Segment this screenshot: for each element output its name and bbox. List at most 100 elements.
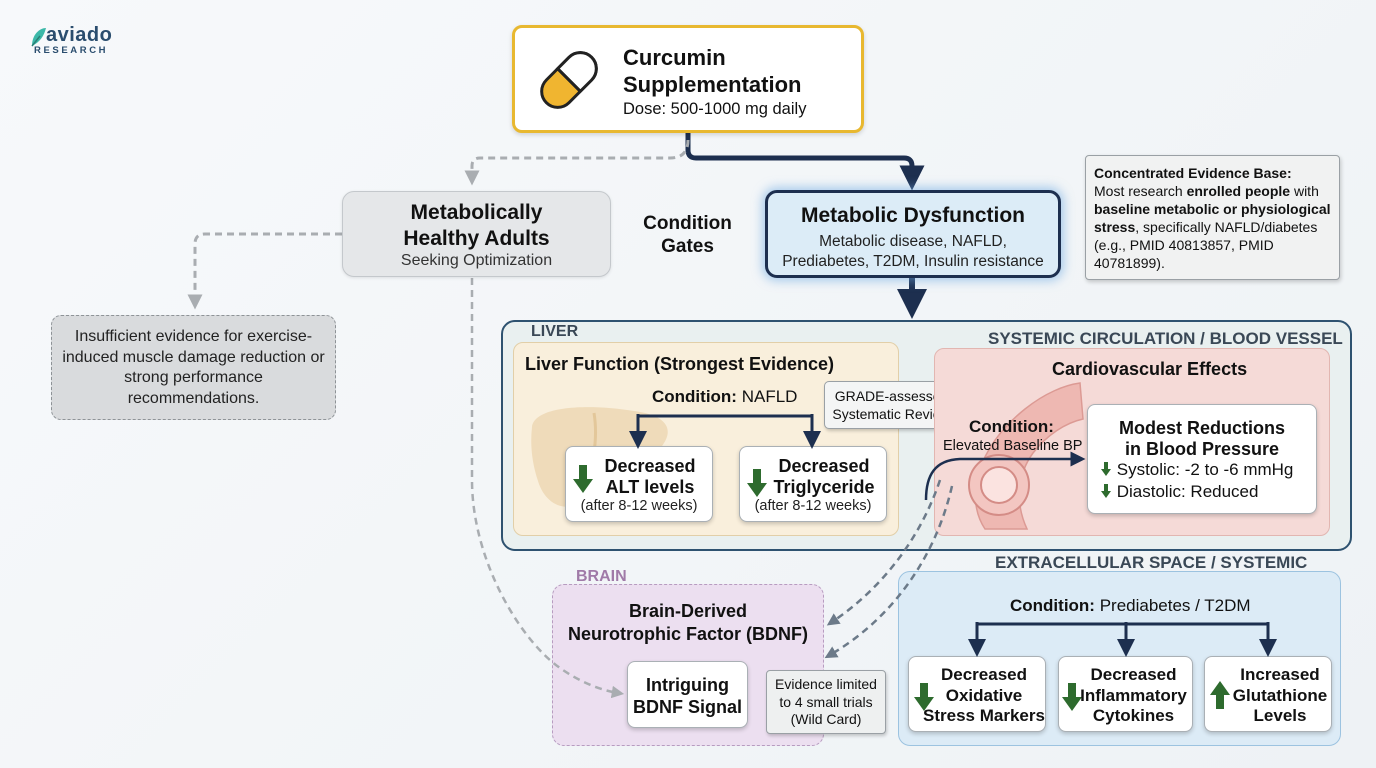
oxidative-line-2: Oxidative (945, 685, 1023, 705)
blood-vessel-icon (968, 382, 1084, 530)
metabolic-title: Metabolic Dysfunction (800, 204, 1026, 227)
glutathione-line-1: Increased (1240, 665, 1320, 684)
alt-note: (after 8-12 weeks) (580, 498, 698, 514)
evidence-text-2: with (1293, 183, 1319, 199)
glutathione-line-3: Levels (1253, 706, 1307, 725)
cytokines-line-1: Decreased (1090, 665, 1177, 684)
healthy-subtitle: Seeking Optimization (400, 252, 553, 269)
capsule-icon (540, 51, 598, 109)
cardio-to-bdnf-dashed-arrow-2 (824, 485, 954, 659)
extracellular-condition-value: Prediabetes / T2DM (1099, 596, 1251, 615)
extracellular-condition-label: Condition: (1010, 596, 1095, 615)
cytokines-line-3: Cytokines (1092, 706, 1175, 725)
blood-pressure-card: Modest Reductions in Blood Pressure Syst… (1087, 404, 1317, 514)
bp-line-2: in Blood Pressure (1124, 439, 1280, 459)
grade-line-1: GRADE-assessed (834, 388, 949, 404)
triglyceride-note: (after 8-12 weeks) (754, 498, 872, 514)
oxidative-card-title: Decreased Oxidative Stress Markers (923, 665, 1045, 727)
down-arrow-icon (914, 683, 934, 711)
glutathione-line-2: Glutathione (1232, 685, 1328, 705)
bp-systolic: Systolic: -2 to -6 mmHg (1100, 460, 1293, 480)
evidence-bold-2: baseline metabolic or physiological stre… (1094, 201, 1331, 235)
extracellular-branch (975, 622, 1270, 642)
liver-region-label: LIVER (531, 323, 579, 340)
cardio-to-bdnf-dashed-arrow-1 (826, 479, 942, 626)
down-arrow-icon (1062, 683, 1082, 711)
condition-gates-line-1: Condition (643, 213, 732, 234)
oxidative-stress-card: Decreased Oxidative Stress Markers (908, 656, 1046, 732)
healthy-adults-node: Metabolically Healthy Adults Seeking Opt… (342, 191, 611, 277)
alt-line-2: ALT levels (605, 477, 695, 497)
up-arrow-icon (1210, 681, 1230, 709)
bdnf-signal-card: Intriguing BDNF Signal (627, 661, 748, 728)
down-arrow-icon (1101, 484, 1111, 498)
condition-to-bp-arrow (924, 451, 1086, 501)
evidence-text-4: specifically NAFLD/diabetes (e.g., PMID … (1094, 219, 1318, 271)
evidence-heading: Concentrated Evidence Base: (1094, 165, 1292, 181)
bp-line-1: Modest Reductions (1118, 418, 1285, 438)
extracellular-condition: Condition: Prediabetes / T2DM (1010, 596, 1251, 616)
cytokines-line-2: Inflammatory (1080, 685, 1187, 705)
bdnf-title: Brain-Derived Neurotrophic Factor (BDNF) (552, 600, 824, 646)
liver-branch (636, 414, 814, 432)
inflammatory-cytokines-card: Decreased Inflammatory Cytokines (1058, 656, 1193, 732)
bdnf-title-line-1: Brain-Derived (628, 601, 748, 621)
condition-gates-label: Condition Gates (630, 212, 745, 258)
healthy-to-insufficient-dashed-arrow (187, 232, 342, 310)
cardio-condition-label: Condition: (969, 417, 1054, 436)
glutathione-card: Increased Glutathione Levels (1204, 656, 1332, 732)
logo-wordmark: aviado (46, 24, 113, 46)
liver-condition-value: NAFLD (741, 387, 798, 406)
extracellular-region-label: EXTRACELLULAR SPACE / SYSTEMIC (995, 553, 1308, 572)
grade-line-2: Systematic Review (832, 406, 951, 422)
cytokines-card-title: Decreased Inflammatory Cytokines (1075, 665, 1192, 727)
metabolic-dysfunction-node: Metabolic Dysfunction Metabolic disease,… (765, 190, 1061, 278)
down-arrow-icon (573, 465, 593, 493)
leaf-logo-icon (31, 28, 46, 47)
evidence-base-note: Concentrated Evidence Base: Most researc… (1085, 155, 1340, 280)
oxidative-line-3: Stress Markers (923, 706, 1045, 725)
healthy-title-line-1: Metabolically (410, 201, 543, 224)
triglyceride-card: Decreased Triglyceride (after 8-12 weeks… (739, 446, 887, 522)
cardio-condition-value: Elevated Baseline BP (943, 438, 1083, 454)
liver-condition-label: Condition: (652, 387, 737, 406)
bdnf-signal-line-1: Intriguing (646, 675, 729, 695)
glutathione-card-title: Increased Glutathione Levels (1229, 665, 1331, 727)
evidence-text-1: Most research (1094, 183, 1187, 199)
bp-diastolic: Diastolic: Reduced (1100, 482, 1258, 502)
logo-subtitle: RESEARCH (34, 45, 109, 56)
curcumin-title: Curcumin Supplementation (623, 45, 802, 97)
evidence-text-3: , (1135, 219, 1140, 235)
insufficient-evidence-note: Insufficient evidence for exercise-induc… (51, 315, 336, 420)
oxidative-line-1: Decreased (940, 665, 1027, 684)
healthy-title: Metabolically Healthy Adults (343, 200, 610, 252)
top-to-healthy-dashed-arrow (464, 139, 690, 186)
top-to-metabolic-arrow (685, 133, 925, 191)
curcumin-dose: Dose: 500-1000 mg daily (623, 100, 807, 118)
evidence-bold-1: enrolled people (1186, 183, 1291, 199)
alt-line-1: Decreased (604, 456, 696, 476)
limited-line-1: Evidence limited (775, 676, 877, 692)
alt-card-title: Decreased ALT levels (588, 456, 712, 498)
down-arrow-icon (747, 469, 767, 497)
bdnf-signal-line-2: BDNF Signal (632, 697, 742, 717)
cardio-panel-title: Cardiovascular Effects (1052, 359, 1248, 379)
triglyceride-card-title: Decreased Triglyceride (762, 456, 886, 498)
metabolic-subtitle: Metabolic disease, NAFLD, Prediabetes, T… (768, 232, 1058, 272)
metabolic-line-1: Metabolic disease, NAFLD, (819, 233, 1007, 250)
limited-line-3: (Wild Card) (790, 711, 862, 727)
liver-panel-title: Liver Function (Strongest Evidence) (525, 354, 835, 374)
bp-diastolic-text: Diastolic: Reduced (1116, 482, 1259, 501)
evidence-limited-badge: Evidence limited to 4 small trials (Wild… (766, 670, 886, 734)
tg-line-1: Decreased (778, 456, 870, 476)
condition-gates-line-2: Gates (661, 236, 714, 257)
curcumin-node: Curcumin Supplementation Dose: 500-1000 … (512, 25, 864, 133)
systemic-region-label: SYSTEMIC CIRCULATION / BLOOD VESSEL (988, 329, 1343, 348)
bp-systolic-text: Systolic: -2 to -6 mmHg (1116, 460, 1294, 479)
limited-line-2: to 4 small trials (779, 693, 873, 710)
healthy-to-bdnf-dashed-arrow (470, 278, 625, 699)
bdnf-title-line-2: Neurotrophic Factor (BDNF) (568, 624, 808, 644)
down-arrow-icon (1101, 462, 1111, 476)
bp-card-title: Modest Reductions in Blood Pressure (1088, 418, 1316, 460)
